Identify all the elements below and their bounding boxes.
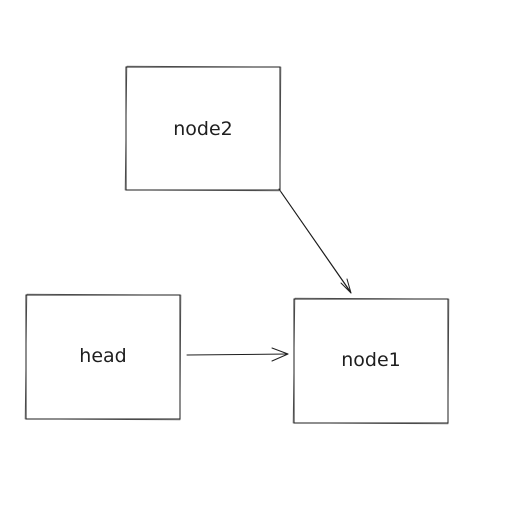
- node1-box[interactable]: node1: [292, 297, 450, 425]
- arrow-node2-to-node1[interactable]: [278, 188, 352, 294]
- arrow-head-to-node1[interactable]: [186, 347, 289, 362]
- node2-label: node2: [173, 118, 233, 140]
- head-label: head: [79, 345, 126, 367]
- head-box[interactable]: head: [24, 293, 182, 421]
- node2-box[interactable]: node2: [124, 65, 282, 192]
- arrowhead-head-to-node1: [271, 347, 289, 362]
- arrowhead-node2-to-node1: [340, 278, 352, 294]
- node1-label: node1: [341, 349, 401, 371]
